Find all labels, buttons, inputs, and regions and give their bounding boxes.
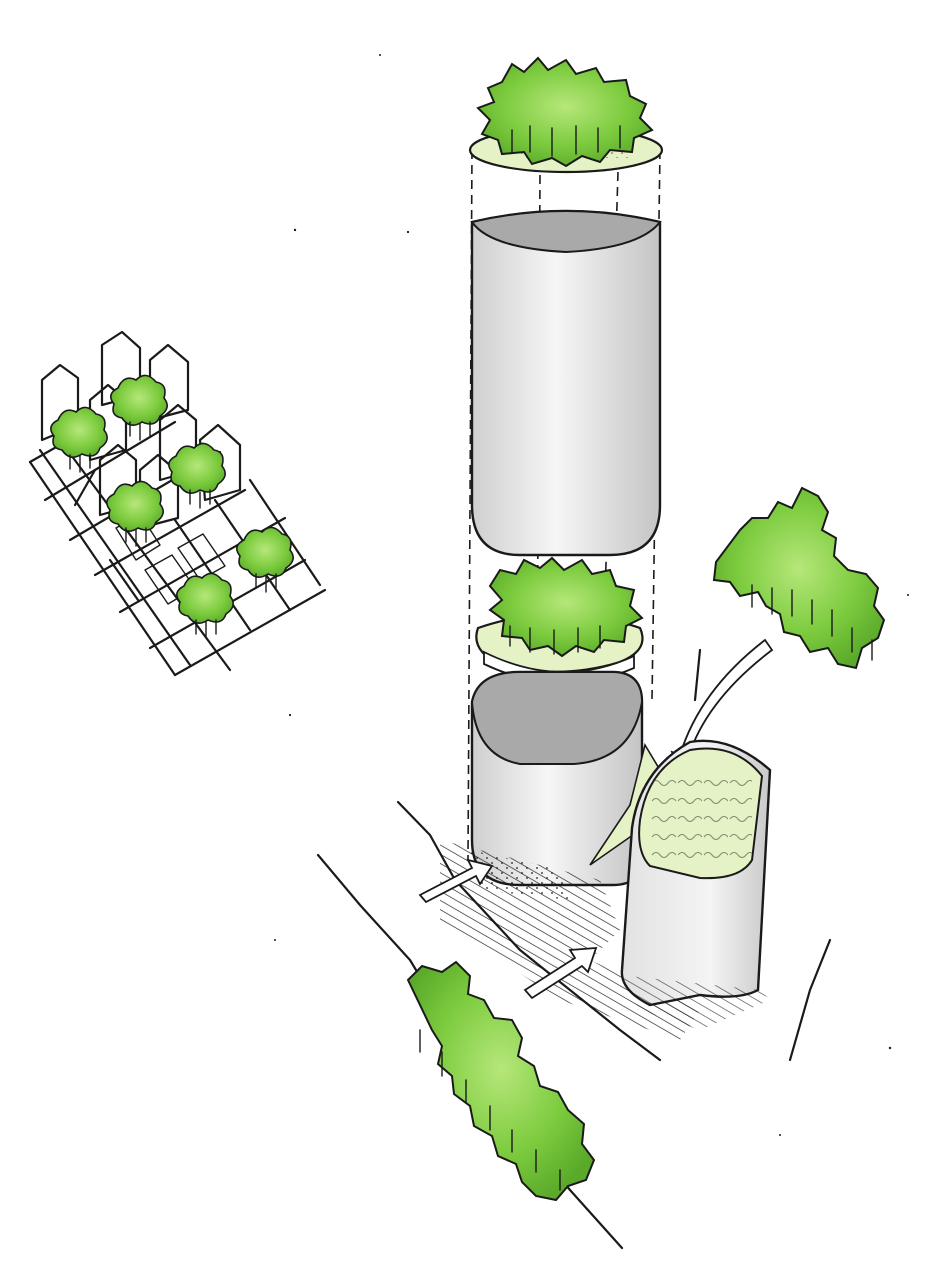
tree-group-bottom-trunks: [419, 1029, 561, 1191]
urban-grid-sketch: [28, 330, 327, 677]
small-tower: [620, 739, 772, 1030]
sky-garden-trunks: [509, 625, 601, 655]
roof-garden-trees: [476, 56, 654, 168]
small-tower-shadow: [620, 975, 770, 1030]
tree-group-right-trunks: [751, 584, 873, 661]
roof-scribble-texture: [650, 770, 752, 866]
roof-tree-trunks: [511, 125, 621, 157]
tree-trunks: [69, 421, 277, 639]
arrow-icon: [418, 858, 494, 904]
exploded-tower: [467, 56, 664, 887]
stippled-entry: [470, 850, 570, 900]
tree-cluster-icon: [406, 486, 886, 1202]
arrow-icon: [523, 946, 598, 1000]
tree-group-right: [712, 486, 886, 670]
pen-marks: [274, 54, 909, 1136]
tree-group-bottom: [406, 960, 596, 1202]
upper-tower-segment: [470, 209, 662, 557]
upper-tower-top: [470, 210, 662, 254]
sky-garden-trees: [488, 556, 644, 658]
lower-tower-top: [470, 671, 644, 765]
green-ground-patch: [589, 742, 661, 866]
tree-cluster-icon: [50, 374, 294, 624]
